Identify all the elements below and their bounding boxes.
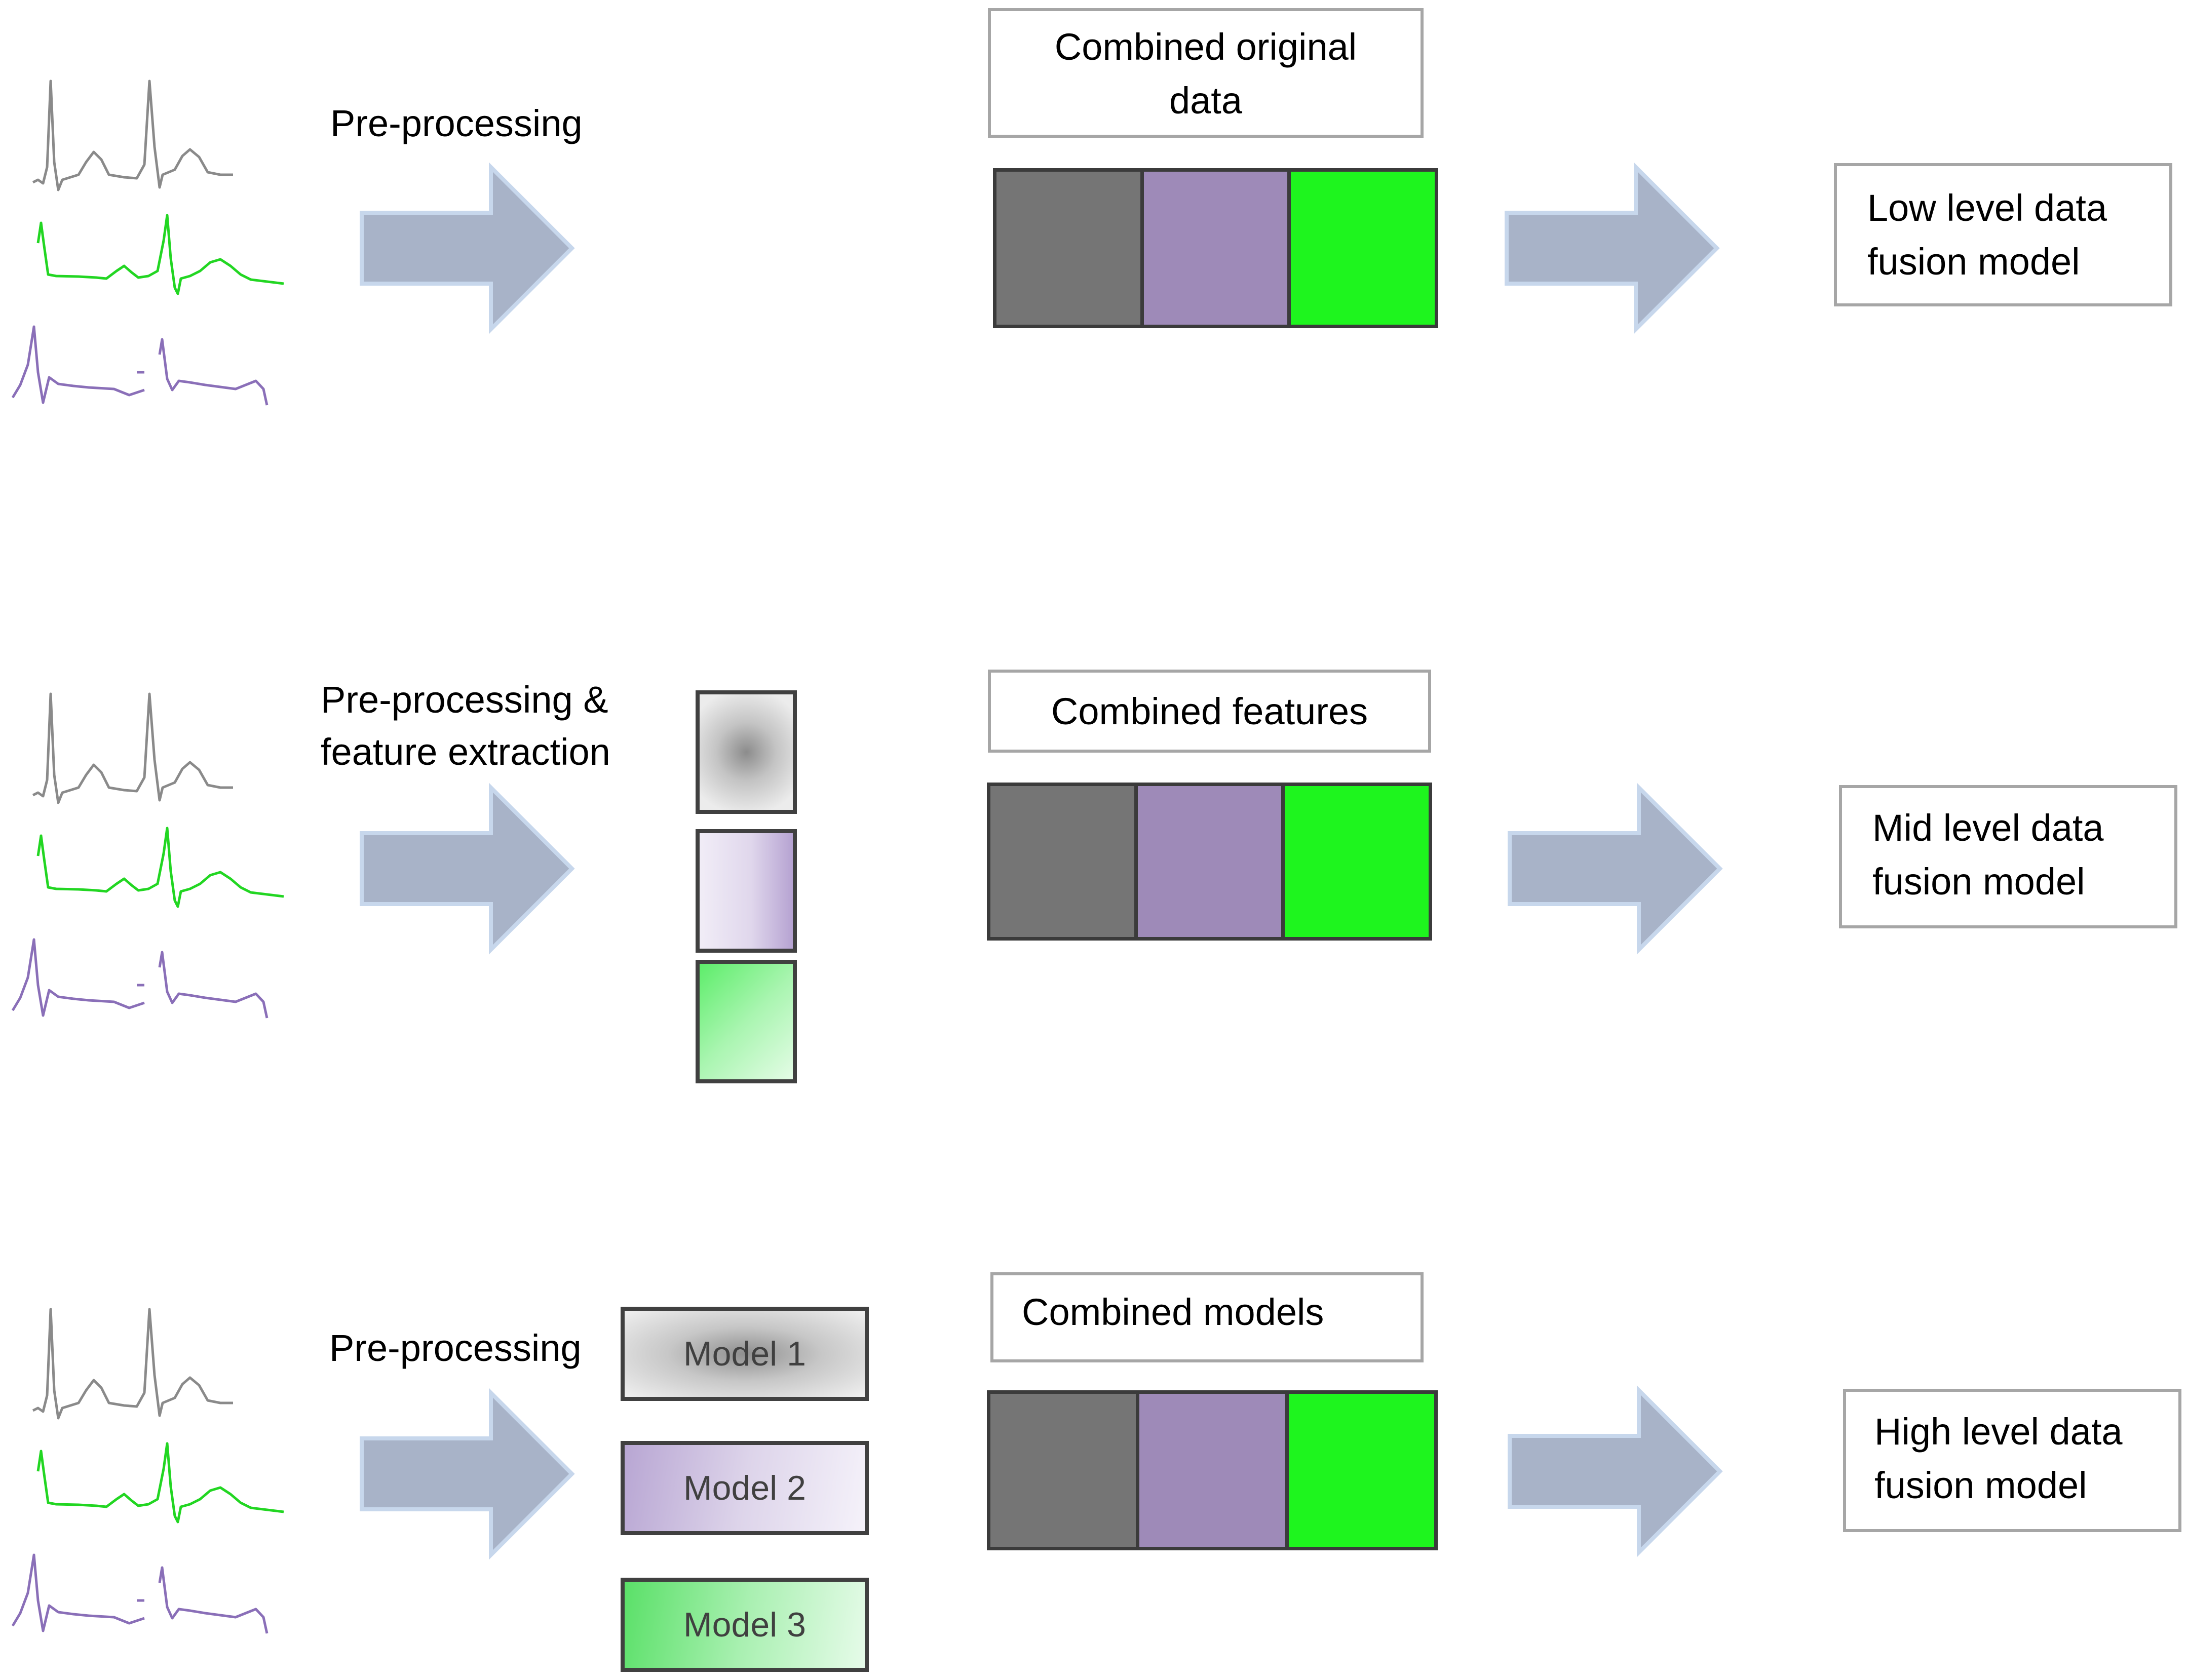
combined-models-label: Combined models [990, 1272, 1424, 1362]
output-arrow [1508, 783, 1723, 955]
ecg-signals-row2 [11, 692, 284, 1019]
arrow-shape [360, 162, 575, 334]
strip-segment-purple [1136, 1394, 1285, 1547]
feature-box-gray [696, 690, 797, 814]
arrow-shape [1505, 162, 1720, 334]
strip-segment-gray [990, 1394, 1136, 1547]
ecg-trace-green [36, 1442, 284, 1523]
arrow-shape [360, 783, 575, 955]
output-arrow [1508, 1385, 1723, 1557]
process-arrow [360, 1388, 575, 1560]
model-1-box: Model 1 [621, 1307, 869, 1401]
model-2-box: Model 2 [621, 1441, 869, 1535]
strip-segment-green [1287, 172, 1435, 325]
process-arrow [360, 783, 575, 955]
output-arrow [1505, 162, 1720, 334]
step-label-preprocessing-feature-extraction: Pre-processing & feature extraction [321, 679, 610, 773]
ecg-trace-purple [11, 325, 268, 406]
ecg-trace-gray [32, 1308, 233, 1420]
feature-box-purple [696, 829, 797, 953]
ecg-trace-purple [11, 938, 268, 1019]
combined-data-strip [993, 168, 1438, 328]
arrow-shape [360, 1388, 575, 1560]
combined-models-strip [987, 1390, 1438, 1550]
arrow-shape [1508, 783, 1723, 955]
model-3-box: Model 3 [621, 1578, 869, 1672]
strip-segment-gray [990, 786, 1134, 937]
feature-box-green [696, 960, 797, 1083]
low-level-fusion-model-box: Low level data fusion model [1834, 163, 2172, 306]
step-label-preprocessing: Pre-processing [330, 102, 583, 144]
combined-features-strip [987, 783, 1432, 941]
ecg-signals-row3 [11, 1308, 284, 1634]
ecg-signals-row1 [11, 80, 284, 406]
ecg-trace-green [36, 827, 284, 908]
process-arrow [360, 162, 575, 334]
arrow-shape [1508, 1385, 1723, 1557]
combined-original-data-label: Combined original data [988, 8, 1424, 138]
strip-segment-green [1281, 786, 1429, 937]
ecg-trace-purple [11, 1553, 268, 1634]
strip-segment-green [1285, 1394, 1435, 1547]
step-label-preprocessing: Pre-processing [329, 1327, 582, 1369]
strip-segment-purple [1134, 786, 1282, 937]
ecg-trace-gray [32, 80, 233, 191]
ecg-trace-green [36, 214, 284, 295]
high-level-fusion-model-box: High level data fusion model [1843, 1389, 2181, 1532]
ecg-trace-gray [32, 692, 233, 804]
combined-features-label: Combined features [988, 670, 1431, 753]
strip-segment-gray [996, 172, 1140, 325]
mid-level-fusion-model-box: Mid level data fusion model [1839, 785, 2177, 928]
strip-segment-purple [1140, 172, 1288, 325]
